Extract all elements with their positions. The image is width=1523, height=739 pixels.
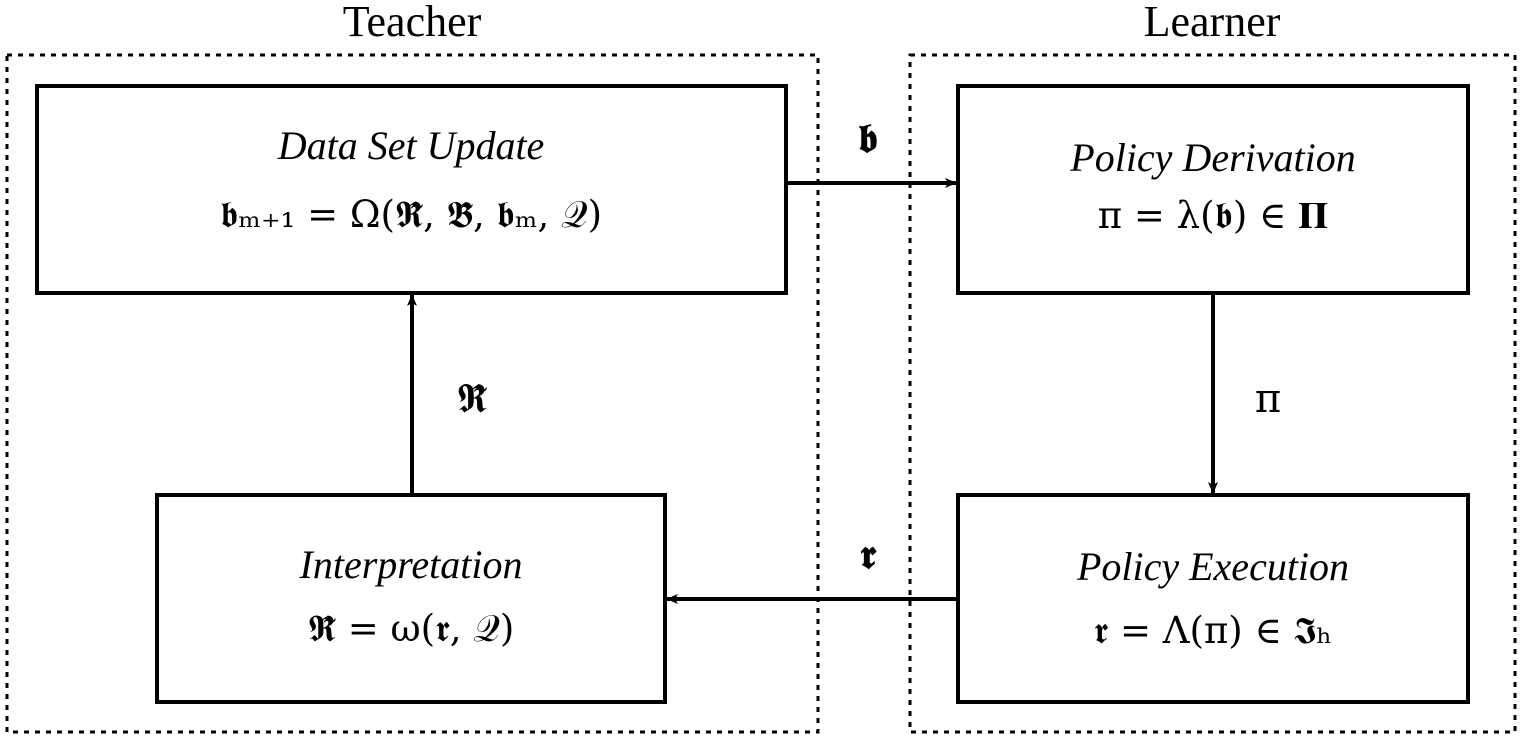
- interpretation-formula: 𝕽̃ = ω(𝖗, 𝒬): [308, 607, 515, 650]
- interpretation-node: Interpretation 𝕽̃ = ω(𝖗, 𝒬): [155, 493, 667, 704]
- interpretation-box: [155, 493, 667, 704]
- policy-derivation-box: [956, 84, 1470, 295]
- learner-group-label: Learner: [1144, 0, 1281, 46]
- b-arrow-label: 𝖇: [858, 115, 878, 162]
- interpretation-title: Interpretation: [299, 542, 523, 587]
- policy-derivation-title: Policy Derivation: [1069, 135, 1355, 180]
- data-set-update-box: [35, 84, 788, 295]
- pi-arrow-label: π: [1255, 376, 1281, 422]
- policy-derivation-node: Policy Derivation π = λ(𝖇) ∈ 𝚷: [956, 84, 1470, 295]
- r-arrow-label: 𝖗: [860, 531, 877, 578]
- learner-group-border: [908, 53, 1517, 734]
- data-set-update-formula: 𝖇ₘ₊₁ = Ω(𝕽̃, 𝕭̃, 𝖇ₘ, 𝒬): [220, 193, 602, 236]
- data-set-update-node: Data Set Update 𝖇ₘ₊₁ = Ω(𝕽̃, 𝕭̃, 𝖇ₘ, 𝒬): [35, 84, 788, 295]
- policy-execution-title: Policy Execution: [1076, 544, 1349, 589]
- teacher-group-border: [5, 53, 820, 734]
- policy-execution-formula: 𝖗 = Λ(π) ∈ 𝕴ₕ: [1094, 609, 1333, 652]
- policy-execution-box: [956, 493, 1470, 704]
- rtilde-arrow-label: 𝕽̃: [457, 376, 487, 422]
- policy-derivation-formula: π = λ(𝖇) ∈ 𝚷: [1098, 194, 1328, 237]
- data-set-update-title: Data Set Update: [277, 123, 545, 168]
- policy-execution-node: Policy Execution 𝖗 = Λ(π) ∈ 𝕴ₕ: [956, 493, 1470, 704]
- teacher-group-label: Teacher: [343, 0, 482, 46]
